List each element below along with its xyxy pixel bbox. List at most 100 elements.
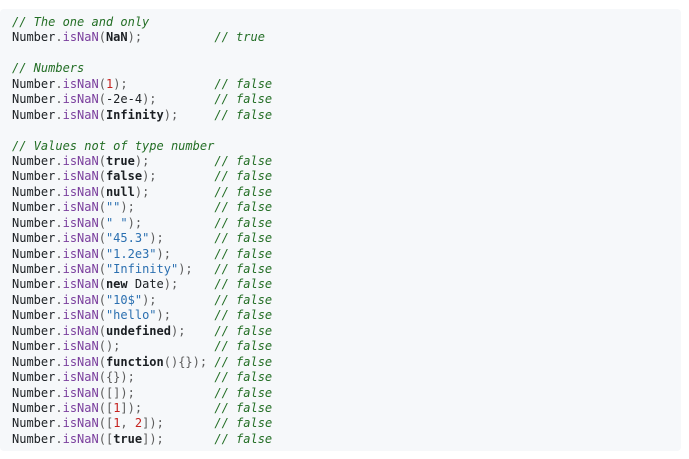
- code-object: Number: [12, 308, 56, 323]
- code-object: Number: [12, 339, 56, 354]
- code-argument: NaN: [105, 30, 128, 45]
- code-paren-close: );: [149, 431, 164, 446]
- code-argument: "hello": [105, 308, 157, 323]
- code-dot: .: [55, 200, 63, 215]
- code-object: Number: [12, 292, 56, 307]
- code-dot: .: [55, 246, 63, 261]
- code-dot: .: [55, 277, 63, 292]
- code-paren-open: (: [98, 231, 106, 246]
- code-method: isNaN: [62, 246, 99, 261]
- code-method: isNaN: [62, 308, 99, 323]
- code-argument: new: [105, 277, 128, 292]
- code-method: isNaN: [62, 292, 99, 307]
- code-method: isNaN: [62, 30, 99, 45]
- code-argument: "Infinity": [105, 262, 179, 276]
- code-object: Number: [12, 277, 56, 292]
- code-paren-open: (: [98, 370, 106, 385]
- code-paren-close: );: [127, 30, 143, 45]
- code-argument: true: [113, 431, 143, 446]
- code-argument: {}: [105, 370, 121, 385]
- code-result-comment: // false: [214, 292, 273, 307]
- code-dot: .: [55, 231, 63, 246]
- code-argument: null: [105, 184, 135, 199]
- code-method: isNaN: [62, 277, 99, 292]
- code-line: Number.isNaN([1, 2]); // false: [12, 416, 272, 431]
- code-comment: // The one and only: [12, 15, 150, 29]
- code-method: isNaN: [62, 323, 99, 338]
- code-paren-open: (: [98, 184, 106, 199]
- code-method: isNaN: [62, 262, 99, 276]
- code-padding: [142, 216, 214, 230]
- code-argument: undefined: [105, 323, 171, 338]
- code-line: Number.isNaN("45.3"); // false: [12, 231, 272, 246]
- code-result-comment: // false: [214, 308, 273, 323]
- code-result-comment: // false: [214, 416, 273, 431]
- code-paren-open: (: [98, 246, 106, 261]
- code-object: Number: [12, 169, 56, 184]
- code-object: Number: [12, 107, 56, 122]
- code-dot: .: [55, 308, 63, 323]
- code-paren-close: );: [170, 323, 186, 338]
- code-object: Number: [12, 184, 56, 199]
- code-padding: [171, 308, 214, 322]
- code-argument: "45.3": [105, 231, 150, 246]
- code-method: isNaN: [62, 184, 99, 199]
- code-paren-close: );: [142, 292, 157, 307]
- code-paren-close: );: [134, 184, 150, 199]
- code-line: Number.isNaN(NaN); // true: [12, 30, 272, 45]
- code-line: Number.isNaN(1); // false: [12, 77, 272, 92]
- code-line: Number.isNaN(false); // false: [12, 169, 272, 184]
- code-padding: [135, 386, 214, 400]
- code-argument: "10$": [105, 292, 143, 307]
- code-dot: .: [55, 370, 63, 385]
- code-method: isNaN: [62, 200, 99, 215]
- code-argument: true: [105, 153, 135, 168]
- code-line: Number.isNaN(true); // false: [12, 154, 272, 169]
- code-method: isNaN: [62, 107, 99, 122]
- code-paren-close: );: [142, 92, 157, 107]
- code-method: isNaN: [62, 400, 99, 415]
- code-argument: ]: [142, 431, 150, 446]
- code-paren-open: (: [98, 292, 106, 307]
- code-line: Number.isNaN(new Date); // false: [12, 277, 272, 292]
- code-dot: .: [55, 107, 63, 122]
- code-object: Number: [12, 231, 56, 246]
- code-line: Number.isNaN(""); // false: [12, 200, 272, 215]
- code-result-comment: // false: [214, 92, 273, 107]
- code-dot: .: [55, 153, 63, 168]
- code-dot: .: [55, 184, 63, 199]
- code-result-comment: // false: [214, 76, 273, 91]
- code-line: Number.isNaN(); // false: [12, 339, 272, 354]
- code-argument: function: [105, 354, 164, 369]
- code-paren-open: (: [98, 76, 106, 91]
- code-object: Number: [12, 370, 56, 385]
- code-result-comment: // false: [214, 200, 273, 215]
- code-padding: [178, 108, 214, 122]
- code-comment: // Numbers: [12, 61, 85, 76]
- code-padding: [157, 169, 215, 183]
- code-argument: Date: [127, 277, 164, 292]
- code-object: Number: [12, 215, 56, 230]
- code-padding: [164, 231, 215, 245]
- code-result-comment: // false: [214, 231, 273, 246]
- code-paren-close: );: [149, 416, 164, 431]
- code-result-comment: // false: [214, 184, 273, 199]
- code-result-comment: // false: [214, 246, 273, 261]
- code-method: isNaN: [62, 215, 99, 230]
- code-comment: // Values not of type number: [12, 138, 215, 153]
- code-paren-open: (: [98, 400, 106, 415]
- code-method: isNaN: [62, 339, 99, 354]
- code-paren-close: );: [105, 339, 121, 354]
- code-paren-open: (: [98, 308, 106, 323]
- code-paren-close: );: [142, 169, 157, 184]
- code-paren-open: (: [98, 385, 106, 400]
- code-padding: [157, 92, 215, 106]
- code-object: Number: [12, 416, 56, 431]
- code-dot: .: [55, 416, 63, 431]
- code-method: isNaN: [62, 92, 99, 107]
- code-result-comment: // false: [214, 339, 273, 354]
- code-padding: [164, 416, 215, 430]
- code-method: isNaN: [62, 76, 99, 91]
- code-paren-open: (: [98, 431, 106, 446]
